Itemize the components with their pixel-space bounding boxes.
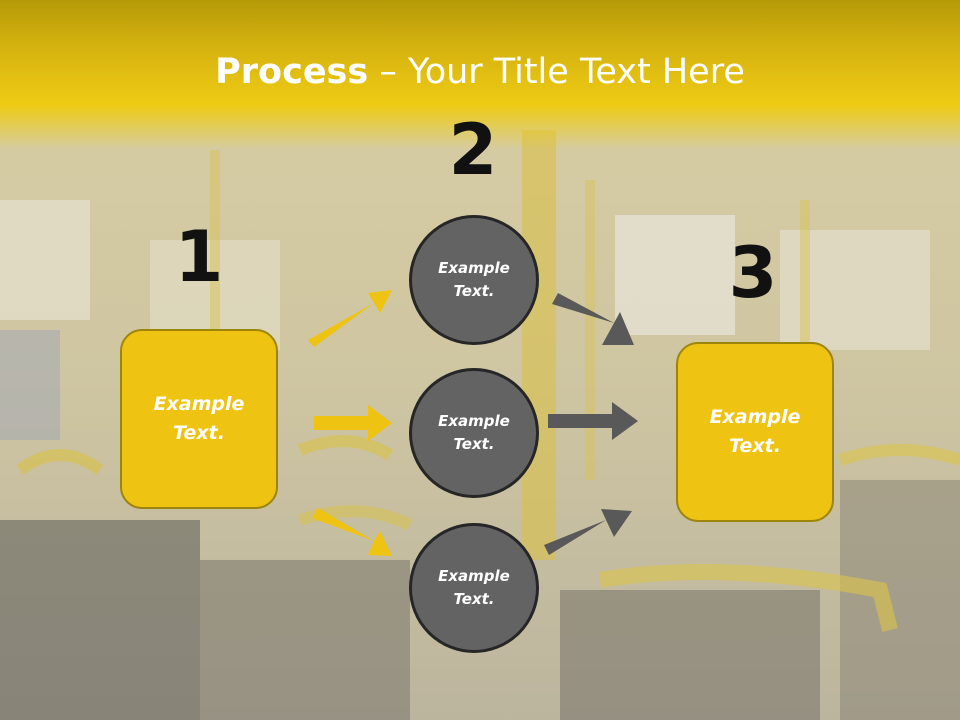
title-rest: – Your Title Text Here [368,52,745,92]
step-number-1: 1 [174,216,224,298]
title-band [0,0,960,150]
arrow-from-bottom-circle [544,509,632,555]
circle-middle-text: Example Text. [438,412,510,453]
arrow-to-top-circle [308,290,392,347]
arrow-to-bottom-circle [312,508,392,556]
title-bold: Process [215,52,369,92]
arrow-from-middle-circle [548,402,638,440]
step-2-circle-top: Example Text. [409,215,539,345]
slide-title: Process – Your Title Text Here [0,52,960,92]
step-1-text: Example Text. [153,393,245,444]
step-number-3: 3 [728,232,778,314]
step-3-text: Example Text. [709,406,801,457]
step-3-box: Example Text. [676,342,834,522]
step-2-circle-middle: Example Text. [409,368,539,498]
step-1-box: Example Text. [120,329,278,509]
arrow-to-middle-circle [314,405,392,441]
arrow-from-top-circle [552,293,634,345]
step-2-circle-bottom: Example Text. [409,523,539,653]
step-number-2: 2 [448,109,498,191]
circle-bottom-text: Example Text. [438,567,510,608]
circle-top-text: Example Text. [438,259,510,300]
